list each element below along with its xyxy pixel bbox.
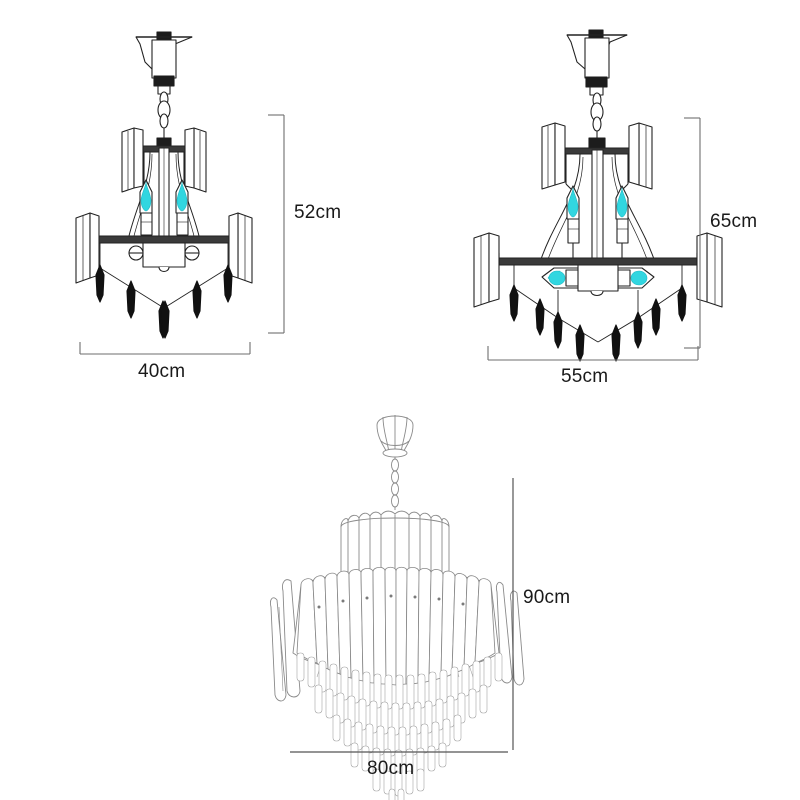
main-crystal-drum — [270, 566, 525, 702]
candle-lamp-upper-right — [615, 185, 629, 262]
medium-chandelier-drawing — [473, 29, 723, 362]
width-label-55cm: 55cm — [561, 366, 609, 387]
ceiling-canopy — [135, 31, 193, 79]
center-hub — [128, 242, 200, 273]
figure-large-chandelier: 90cm 80cm — [255, 395, 645, 800]
ceiling-canopy — [566, 29, 628, 79]
tier-tip — [388, 788, 405, 800]
width-label-80cm: 80cm — [367, 758, 415, 779]
height-label-65cm: 65cm — [710, 211, 758, 232]
ceiling-rose — [376, 415, 414, 458]
suspension-chain — [590, 92, 604, 142]
tier-row-3 — [332, 714, 462, 757]
figure-medium-chandelier: 65cm 55cm — [430, 0, 800, 400]
height-label-90cm: 90cm — [523, 587, 571, 608]
height-dimension-line-65 — [684, 117, 701, 349]
candle-lamp-upper-left — [566, 185, 580, 262]
tier-row-4 — [350, 742, 447, 777]
small-chandelier-drawing — [75, 31, 253, 339]
width-dimension-line-40 — [79, 342, 251, 355]
crystal-pendants — [509, 284, 687, 362]
crystal-pendants — [95, 264, 233, 339]
tier-row-1 — [296, 652, 503, 710]
suspension-chain — [391, 457, 399, 510]
large-chandelier-drawing — [270, 415, 525, 800]
lower-crystal-tiers — [296, 652, 503, 800]
figure-small-chandelier: 52cm 40cm — [0, 0, 341, 400]
main-crossbar — [75, 212, 253, 284]
width-label-40cm: 40cm — [138, 361, 186, 382]
height-label-52cm: 52cm — [294, 202, 342, 223]
candle-lamp-right — [175, 179, 189, 236]
height-dimension-line-90 — [512, 478, 514, 750]
width-dimension-line-55 — [487, 346, 699, 361]
height-dimension-line-52 — [268, 114, 285, 334]
candle-lamp-left — [139, 179, 153, 236]
main-crossbar — [473, 232, 723, 308]
center-hub — [577, 264, 619, 297]
suspension-chain — [157, 91, 171, 140]
width-dimension-line-80 — [290, 751, 508, 753]
tier-row-5 — [372, 768, 425, 797]
